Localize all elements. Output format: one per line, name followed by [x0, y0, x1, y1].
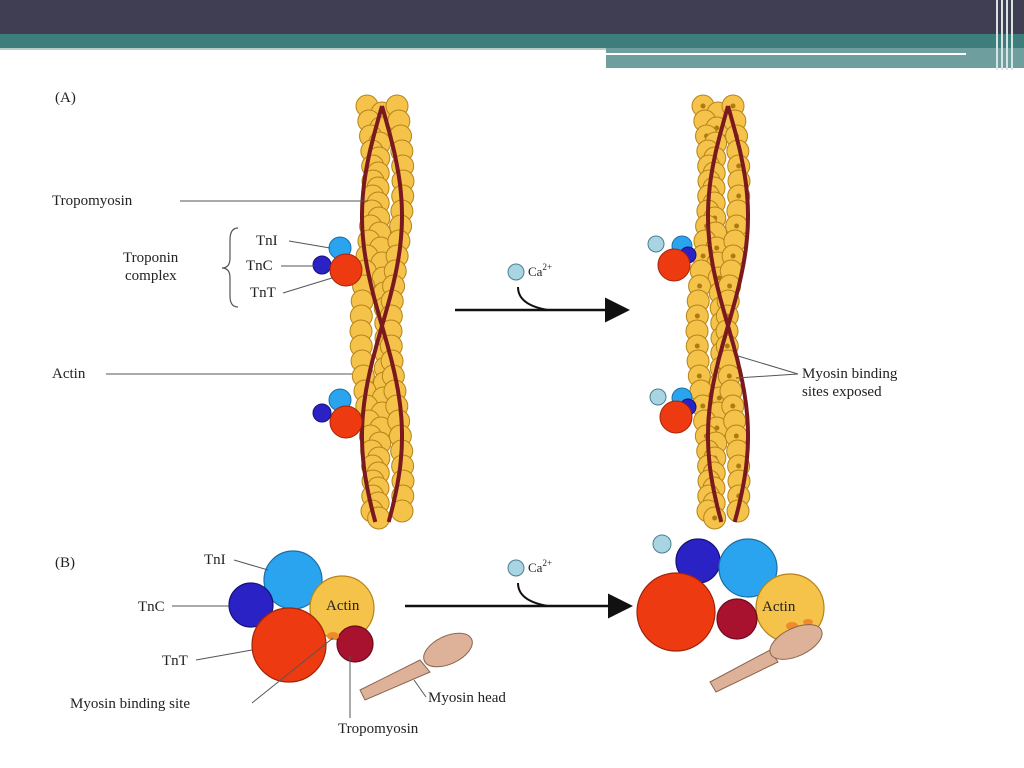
myosin-binding-site — [733, 433, 739, 439]
myosin-binding-site — [724, 343, 730, 349]
troponin-complex-upper-left — [312, 236, 363, 287]
myosin-binding-site — [730, 253, 736, 259]
myosin-binding-site — [694, 343, 700, 349]
tropomyosin-label-a: Tropomyosin — [52, 193, 133, 209]
myosin-binding-site — [714, 245, 720, 251]
tropomyosin-strand-2 — [706, 105, 750, 523]
panel-a-label: (A) — [55, 90, 76, 106]
binding-site-leader-1 — [737, 355, 799, 375]
myosin-binding-site — [697, 283, 703, 289]
calcium-label-a: Ca2+ — [528, 262, 552, 279]
troponin-brace — [221, 227, 239, 308]
myosin-binding-site — [727, 283, 733, 289]
myosin-binding-site — [736, 193, 742, 199]
calcium-ion-a — [507, 263, 525, 281]
myosin-binding-site — [736, 163, 742, 169]
myosin-head-activated — [709, 624, 823, 693]
slide-header-bar — [0, 0, 1024, 34]
binding-site-leader-2 — [735, 373, 799, 379]
myosin-binding-site — [734, 223, 740, 229]
myosin-binding-sites-label-line2: sites exposed — [802, 384, 882, 400]
myosin-binding-site — [694, 313, 700, 319]
troponin-complex-lower-left — [312, 388, 363, 439]
tnt-label-b: TnT — [162, 653, 188, 669]
myosin-binding-site — [712, 515, 718, 521]
calcium-ion-b — [507, 559, 525, 577]
tnt-label-a: TnT — [250, 285, 276, 301]
myosin-binding-site — [700, 403, 706, 409]
myosin-binding-site — [700, 253, 706, 259]
myosin-binding-site-label: Myosin binding site — [70, 696, 190, 712]
myosin-binding-site — [730, 103, 736, 109]
tropomyosin-strand-1 — [360, 105, 404, 523]
calcium-binding-curve-a — [517, 286, 549, 311]
tni-leader-line-b — [233, 559, 269, 571]
actin-filament-relaxed — [349, 94, 415, 530]
tnc-label-b: TnC — [138, 599, 165, 615]
tnc-label-a: TnC — [246, 258, 273, 274]
tropomyosin-strand-activated — [706, 105, 750, 523]
actin-filament-activated — [685, 94, 751, 530]
tni-label-b: TnI — [204, 552, 226, 568]
myosin-binding-site — [700, 103, 706, 109]
calcium-label-b: Ca2+ — [528, 558, 552, 575]
myosin-binding-site — [716, 395, 722, 401]
myosin-binding-site — [696, 373, 702, 379]
troponin-complex-label-line1: Troponin — [123, 250, 179, 266]
myosin-head-relaxed — [359, 632, 473, 701]
myosin-head-leader — [413, 679, 427, 698]
slide-accent-bar — [0, 34, 1024, 48]
tropomyosin-label-b: Tropomyosin — [338, 721, 419, 737]
myosin-head-label: Myosin head — [428, 690, 506, 706]
slide-accent-line — [606, 53, 966, 55]
myosin-binding-site — [736, 463, 742, 469]
tnt-leader-line-b — [195, 649, 253, 661]
slide-corner-decoration — [994, 0, 1018, 70]
calcium-binding-curve-b — [517, 582, 549, 607]
actin-label-b-left: Actin — [326, 598, 360, 614]
tnt-leader-line-a — [282, 277, 333, 294]
tropomyosin-strand-2 — [360, 105, 404, 523]
troponin-complex-lower-right — [649, 387, 697, 434]
tropomyosin-strand-relaxed — [360, 105, 404, 523]
tni-label-a: TnI — [256, 233, 278, 249]
tni-leader-line-a — [288, 240, 331, 249]
troponin-actin-cluster-relaxed — [228, 550, 375, 683]
myosin-binding-site — [730, 403, 736, 409]
myosin-binding-site-leader — [251, 637, 334, 704]
panel-b-label: (B) — [55, 555, 75, 571]
tropomyosin-strand-1 — [706, 105, 750, 523]
myosin-binding-sites-label-line1: Myosin binding — [802, 366, 898, 382]
slide-divider — [0, 48, 606, 50]
actin-label-b-right: Actin — [762, 599, 796, 615]
troponin-complex-label-line2: complex — [125, 268, 177, 284]
myosin-binding-site — [726, 373, 732, 379]
actin-label-a: Actin — [52, 366, 86, 382]
troponin-complex-upper-right — [647, 235, 697, 282]
